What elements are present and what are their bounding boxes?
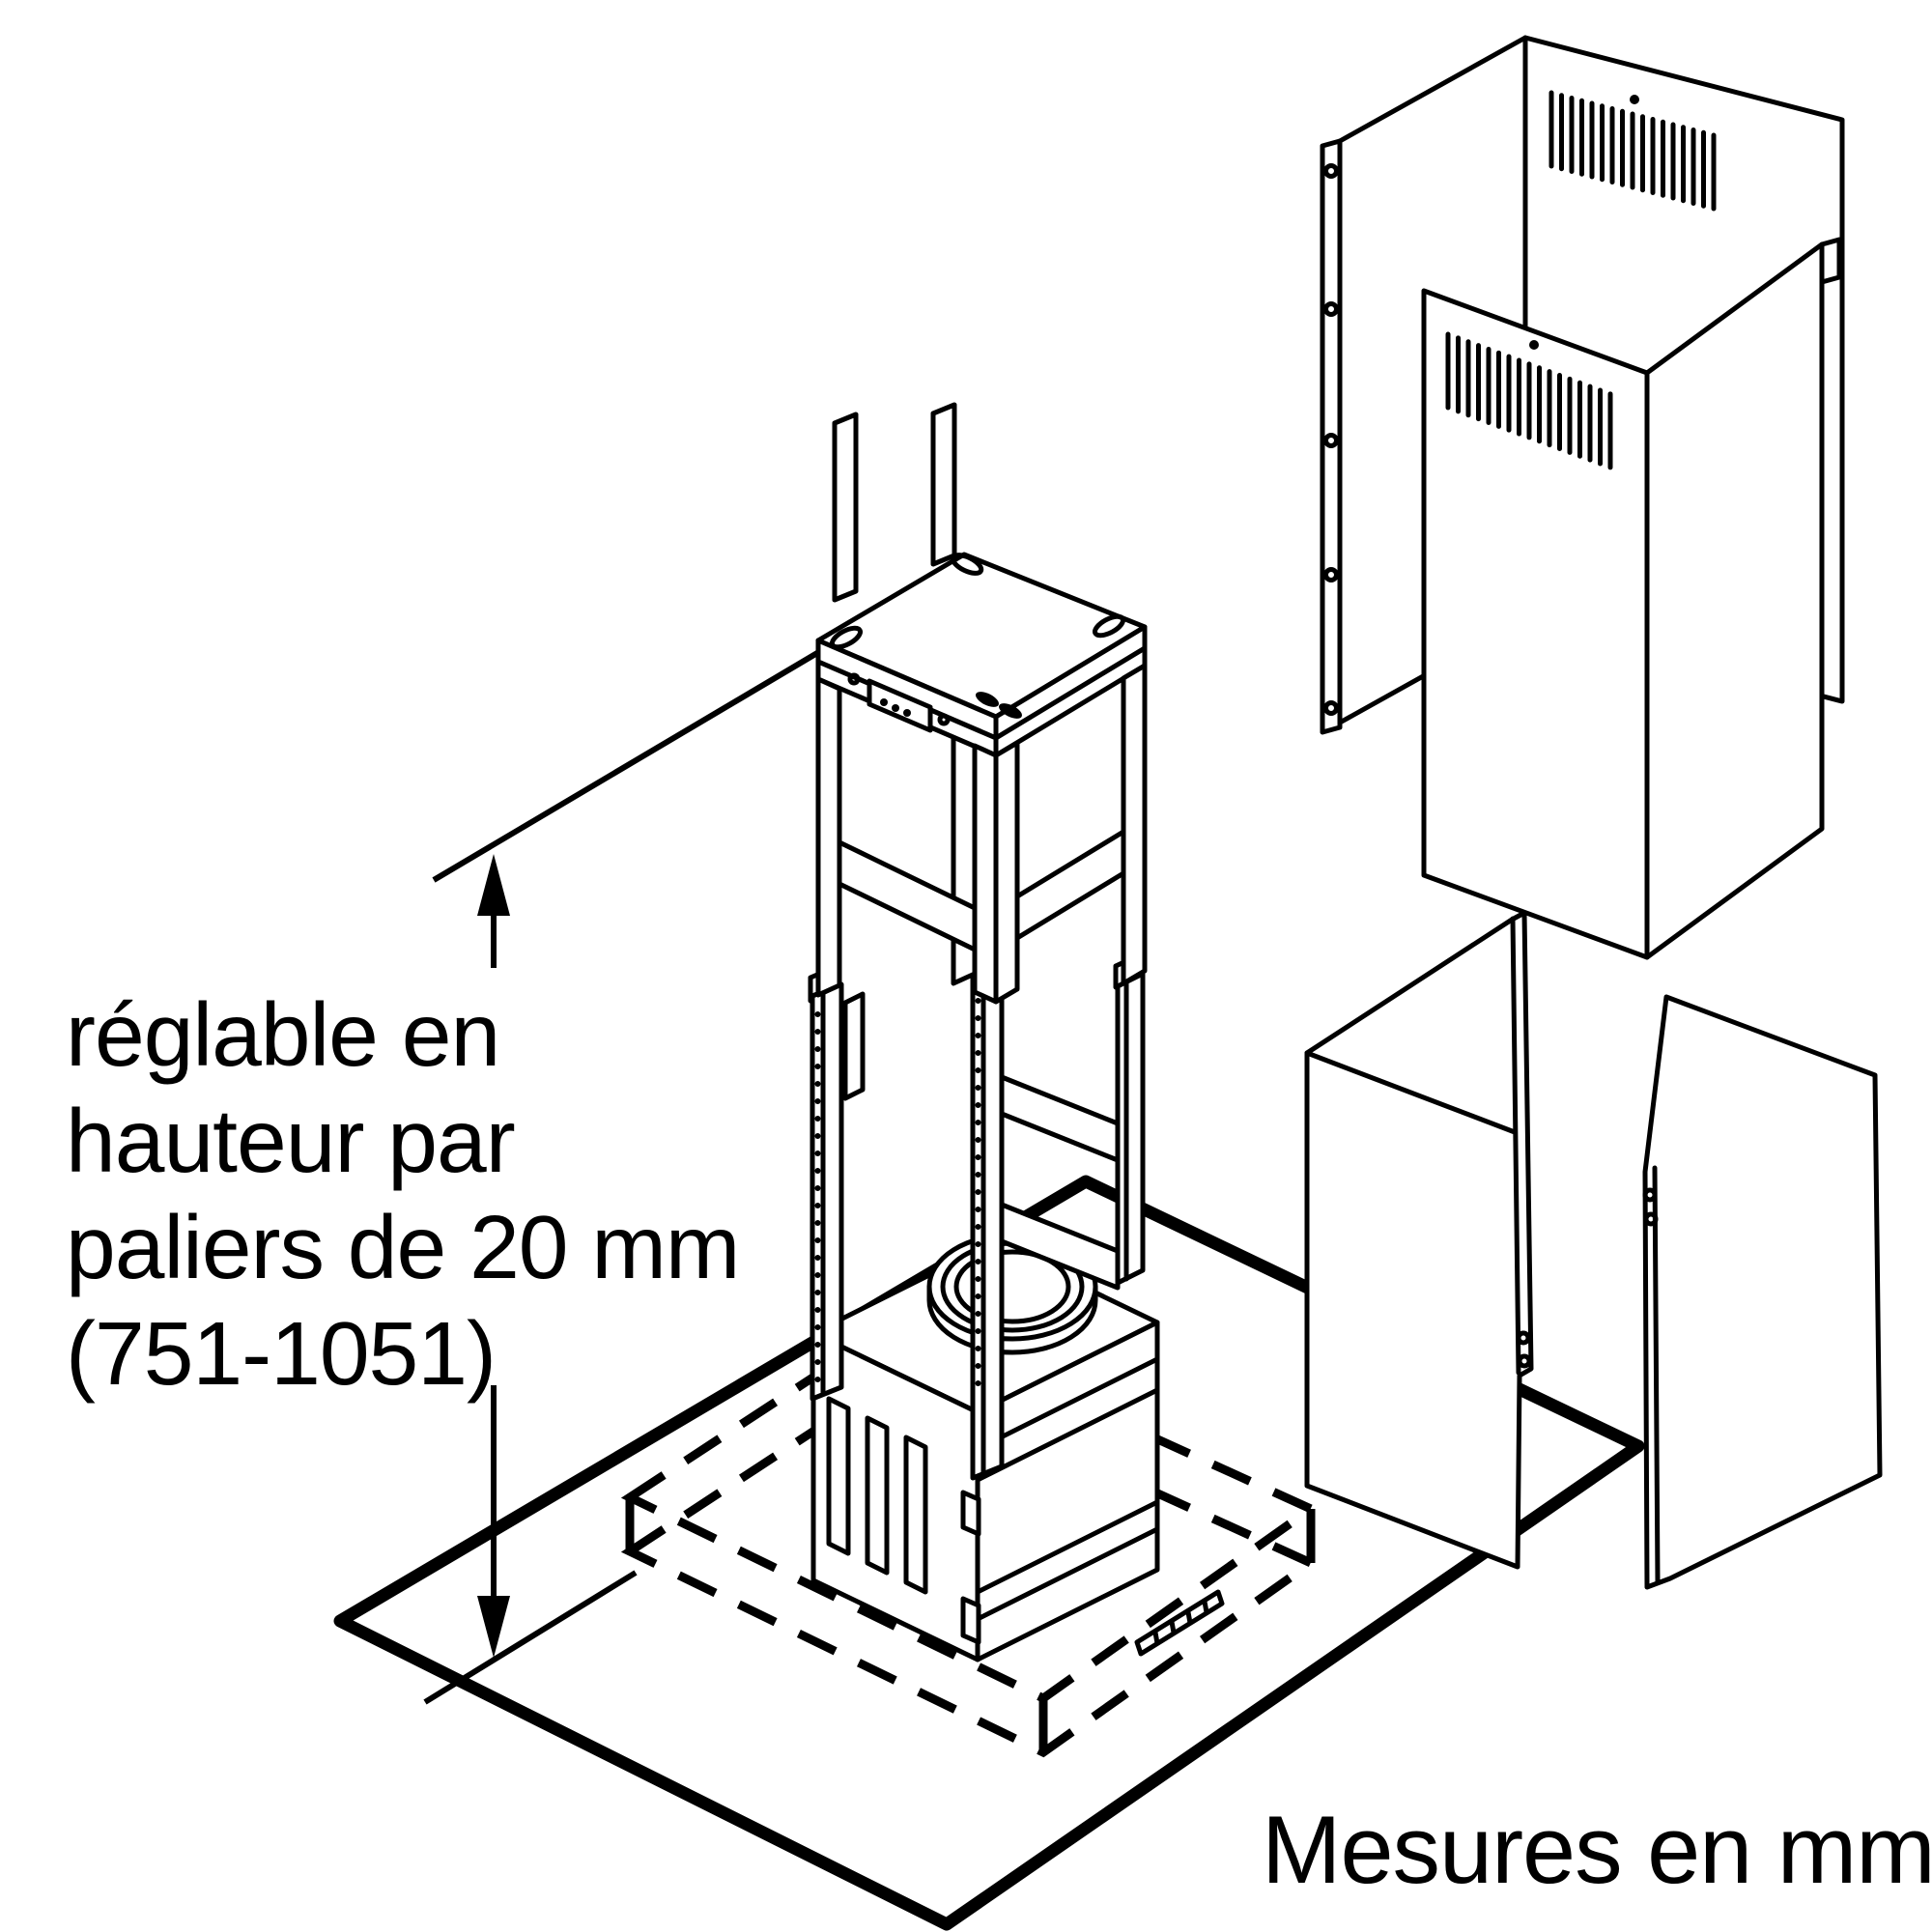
ceiling-plate-holes	[829, 553, 1126, 719]
height-adjustment-annotation: réglable en hauteur par paliers de 20 mm…	[66, 981, 740, 1406]
hood-latch-tabs	[960, 1490, 981, 1645]
units-note: Mesures en mm	[1262, 1796, 1932, 1903]
control-strip-marker	[1134, 1589, 1225, 1657]
side-panel-right	[1642, 994, 1883, 1590]
leader-line-bottom	[423, 1570, 638, 1705]
mounting-frame-lower	[808, 926, 1146, 1481]
hood-vent-slats	[826, 1396, 928, 1595]
leader-line-top	[432, 650, 819, 883]
frame-rail-right	[1113, 957, 1146, 1286]
side-panel-left	[1304, 910, 1534, 1570]
junction-box	[867, 678, 933, 733]
height-dimension-arrow	[477, 854, 510, 1658]
mounting-frame-upper	[815, 402, 1148, 1005]
annotation-line-1: réglable en	[66, 984, 500, 1085]
hood-position-dashed-outline	[620, 1316, 1320, 1758]
chimney-cover-front	[1421, 237, 1842, 960]
annotation-line-2: hauteur par	[66, 1091, 516, 1191]
frame-rail-back	[968, 926, 1005, 1481]
annotation-line-4: (751-1051)	[66, 1303, 497, 1404]
frame-rail-left	[808, 969, 844, 1402]
annotation-line-3: paliers de 20 mm	[66, 1197, 740, 1297]
